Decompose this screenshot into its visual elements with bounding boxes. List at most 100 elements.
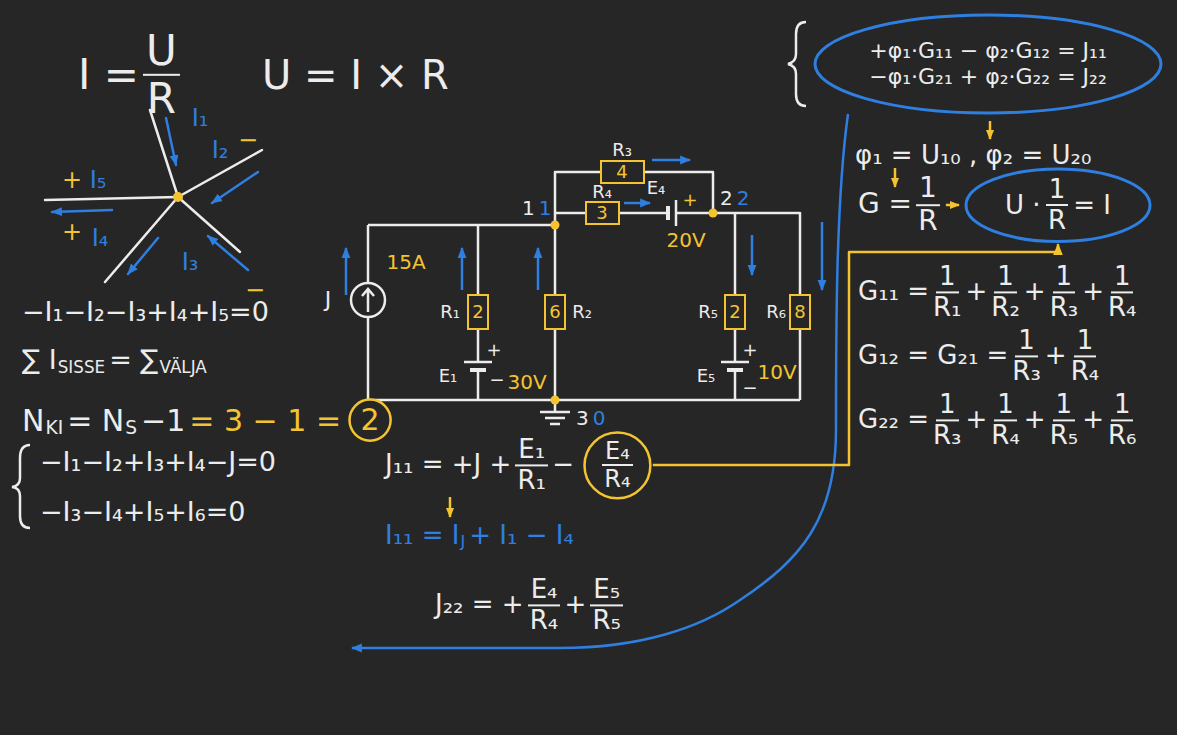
node-number: 1 (539, 197, 552, 219)
current-label-group: I₃ (182, 249, 199, 275)
reference-arrow (352, 114, 848, 648)
node-number-group: 11 (522, 197, 551, 219)
equation-text: + I₁ − I₄ (469, 521, 574, 550)
current-arrow (212, 172, 258, 203)
equation-text: −φ₁·G₂₁ + φ₂·G₂₂ = J₂₂ (869, 65, 1106, 89)
current-arrow (652, 159, 690, 162)
equation-text: J (461, 533, 466, 551)
fraction: 1R₄ (1108, 262, 1137, 321)
resistor-value: 2 (472, 302, 483, 322)
equation-text: +φ₁·G₁₁ − φ₂·G₁₂ = J₁₁ (869, 39, 1106, 63)
step-arrow (894, 168, 897, 187)
step-arrow (989, 121, 992, 139)
fraction: E₅R₅ (590, 575, 623, 634)
wire (477, 370, 480, 400)
resistor-value: 6 (549, 302, 560, 322)
equation-text: R₆ (1108, 421, 1137, 450)
part-label-group: R₃ (612, 140, 632, 160)
ground-line (550, 423, 560, 426)
equation-text: 1 (1111, 262, 1134, 293)
equation-text: + (1045, 342, 1067, 371)
equation-text: = ∑ (109, 345, 158, 375)
branch-wire (105, 197, 178, 282)
equation-text: = 3 − 1 = (189, 404, 341, 437)
part-label: R₁ (440, 302, 460, 322)
junction-dot (551, 221, 560, 230)
value-label: 30V (507, 371, 546, 393)
wire (368, 224, 555, 227)
formula-text-group: U = I × R (262, 53, 449, 97)
current-arrow (52, 210, 112, 212)
branch-current-arrows (346, 160, 822, 295)
equation-text: R₅ (1050, 421, 1079, 450)
current-label-group: I₁ (192, 105, 209, 131)
current-label: I₁ (192, 105, 209, 131)
value-label-group: 30V (507, 371, 546, 393)
wire (368, 399, 800, 402)
battery-symbols (464, 200, 749, 370)
equation-text-group: ∑ ISISSE= ∑VÄLJA (22, 345, 207, 375)
node-content: +φ₁·G₁₁ − φ₂·G₁₂ = J₁₁−φ₁·G₂₁ + φ₂·G₂₂ =… (869, 39, 1106, 89)
source-arrow (362, 289, 374, 312)
ground-symbol (540, 412, 570, 424)
resistor-value: 8 (794, 302, 805, 322)
equation-text: + (564, 591, 586, 620)
fraction: 1R₂ (991, 262, 1020, 321)
equation-text: R₄ (1108, 293, 1137, 322)
current-arrow (624, 202, 650, 205)
current-arrow (751, 235, 754, 275)
source-label-group: J (325, 288, 332, 312)
equation-text: G₁₁ = (858, 278, 929, 307)
equation-text: 1 (936, 390, 959, 421)
equation-text: 1 (936, 262, 959, 293)
sign-mark-group: + (62, 167, 82, 193)
equation-ellipse: +φ₁·G₁₁ − φ₂·G₁₂ = J₁₁−φ₁·G₂₁ + φ₂·G₂₂ =… (812, 12, 1164, 116)
part-label: R₆ (766, 302, 786, 322)
equation-text: R₁ (518, 466, 547, 495)
resistor-box: 4 (600, 160, 645, 184)
sign-mark: − (238, 127, 258, 153)
equation-text: 1 (1111, 390, 1134, 421)
formula-text: R (1048, 206, 1066, 235)
fraction: 1R₆ (1108, 390, 1137, 449)
fraction: E₄R₄ (602, 438, 633, 493)
resistor-box: 8 (789, 294, 811, 330)
outline-stroke (966, 169, 1150, 241)
pointer-arrow (946, 204, 959, 207)
equation-text: R₃ (1050, 293, 1079, 322)
equation-text: 1 (916, 173, 940, 206)
current-arrow (461, 248, 464, 290)
current-arrow (128, 238, 158, 274)
equation-text: 1 (1053, 262, 1076, 293)
formula-text: U = I × R (262, 53, 449, 97)
equation-text-group: J₂₂ = +E₄R₄+E₅R₅ (435, 575, 623, 634)
value-label-group: 15A (386, 251, 425, 273)
equation-text-group: G₂₂ =1R₃+1R₄+1R₅+1R₆ (858, 390, 1136, 449)
equation-text: φ₁ = U₁₀ , φ₂ = U₂₀ (855, 141, 1091, 170)
fraction: 1R₃ (1012, 326, 1041, 385)
equation-text-group: G₁₂ = G₂₁ =1R₃+1R₄ (858, 326, 1099, 385)
current-arrows (52, 118, 258, 274)
part-label: R₅ (698, 302, 718, 322)
branch-wire (45, 197, 178, 200)
equation-text: + (1082, 406, 1104, 435)
resistor-box: 3 (585, 201, 620, 225)
part-label-group: R₅ (698, 302, 718, 322)
brace (788, 22, 806, 106)
resistor-value: 2 (729, 302, 740, 322)
battery-plate (470, 368, 486, 372)
fraction: E₁R₁ (515, 435, 548, 494)
polarity-sign-group: + (742, 340, 757, 360)
polarity-sign: + (682, 190, 697, 210)
node-content: 6 (549, 302, 560, 322)
equation-text: 1 (994, 390, 1017, 421)
equation-text-group: −I₁−I₂+I₃+I₄−J=0 (40, 447, 276, 477)
junction-dot (173, 192, 183, 202)
equation-text: − (552, 451, 574, 480)
equation-text: R (918, 206, 937, 237)
current-arrow (208, 236, 248, 270)
resistor-value: 4 (616, 162, 627, 182)
junction-star (45, 110, 262, 282)
part-label: R₄ (592, 182, 612, 202)
